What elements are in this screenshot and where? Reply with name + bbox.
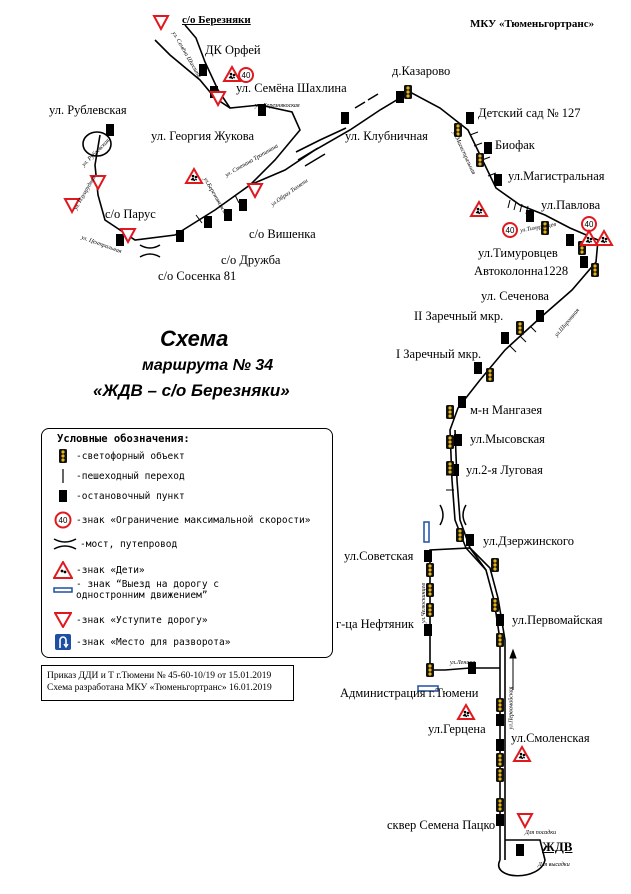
- stop-label: ул.Первомайская: [512, 613, 603, 627]
- street-label: Для посадки: [525, 830, 557, 836]
- speed-limit-icon: 40: [52, 509, 74, 531]
- legend-text: -знак «Место для разворота»: [76, 636, 231, 648]
- legend-item: -светофорный объект: [52, 445, 185, 467]
- children-sign-icon: [52, 559, 74, 581]
- stop-label: ул. Георгия Жукова: [151, 129, 255, 143]
- route-number: маршрута № 34: [142, 357, 274, 374]
- street-label: Для высадки: [538, 862, 570, 868]
- stop-label: ул. Рублевская: [49, 103, 127, 117]
- legend: Условные обозначения: -светофорный объек…: [41, 428, 333, 658]
- legend-text: - знак “Выезд на дорогу с одностронним д…: [76, 579, 219, 601]
- stop-label: ул.Дзержинского: [483, 534, 574, 548]
- stop-label: Биофак: [495, 138, 535, 152]
- legend-text: -знак «Ограничение максимальной скорости…: [76, 514, 311, 526]
- one-way-exit-icon: [52, 579, 74, 601]
- stop-label: д.Казарово: [392, 64, 451, 78]
- u-turn-sign-icon: [52, 631, 74, 653]
- stop-label: Детский сад № 127: [478, 106, 581, 120]
- stop-label: с/о Парус: [105, 207, 156, 221]
- bridge-marks: [139, 93, 467, 526]
- legend-item: -мост, путепровод: [52, 533, 177, 555]
- legend-text: -мост, путепровод: [80, 538, 178, 550]
- stop-label: ул.Павлова: [541, 198, 601, 212]
- stop-label: I Заречный мкр.: [396, 347, 482, 361]
- legend-text: -светофорный объект: [76, 450, 185, 462]
- legend-text: -знак «Уступите дорогу»: [76, 614, 208, 626]
- traffic-light-icon: [52, 445, 74, 467]
- stop-label: с/о Вишенка: [249, 227, 316, 241]
- speed-value: 40: [506, 226, 515, 235]
- order-info: Приказ ДДИ и Т г.Тюмени № 45-60-10/19 от…: [41, 665, 294, 701]
- legend-item: -знак «Место для разворота»: [52, 631, 230, 653]
- stop-label: ул.Советская: [344, 549, 414, 563]
- legend-item: -пешеходный переход: [52, 465, 185, 487]
- organization-header: МКУ «Тюменьгортранс»: [470, 18, 595, 30]
- stop-label: ул.Смоленская: [511, 731, 590, 745]
- legend-text: -остановочный пункт: [76, 490, 185, 502]
- stop-label: с/о Дружба: [221, 253, 281, 267]
- stop-label: м-н Мангазея: [470, 403, 543, 417]
- svg-text:40: 40: [59, 516, 68, 525]
- stop-label: ул.2-я Луговая: [466, 463, 543, 477]
- stop-label: ул.Герцена: [428, 722, 486, 736]
- stop-label: с/о Сосенка 81: [158, 269, 237, 283]
- stop-label: г-ца Нефтяник: [336, 617, 414, 631]
- stop-label: ул. Семёна Шахлина: [236, 81, 347, 95]
- one-way-exit-sign: [423, 521, 430, 543]
- scheme-title: Схема: [160, 326, 229, 351]
- legend-text: -пешеходный переход: [76, 470, 185, 482]
- legend-item: -остановочный пункт: [52, 485, 185, 507]
- legend-item: -знак «Уступите дорогу»: [52, 609, 208, 631]
- stop-label: ул.Тимуровцев: [478, 246, 558, 260]
- street-label: ул. Березнякоская: [255, 103, 300, 109]
- direction-arrows: [509, 648, 517, 690]
- route-name: «ЖДВ – с/о Березняки»: [93, 381, 290, 400]
- stop-label: ул. Клубничная: [345, 129, 428, 143]
- speed-value: 40: [585, 220, 594, 229]
- stop-label: Администрация г.Тюмени: [340, 686, 479, 700]
- destination-header: с/о Березняки: [182, 14, 251, 26]
- street-label: ул.Первомайская: [508, 686, 515, 730]
- yield-sign-icon: [52, 609, 74, 631]
- speed-value: 40: [242, 71, 251, 80]
- traffic-lights: [404, 85, 599, 812]
- legend-text: -знак «Дети»: [76, 564, 145, 576]
- one-way-exit-sign: [417, 685, 439, 692]
- legend-item: -знак «Дети»: [52, 559, 145, 581]
- street-label: ул.Челюскинцев: [420, 583, 427, 623]
- stop-label: ул. Сеченова: [481, 289, 549, 303]
- stop-label: сквер Семена Пацко: [387, 818, 496, 832]
- crossing-icon: [52, 465, 74, 487]
- stop-label: ул.Мысовская: [470, 432, 545, 446]
- legend-title: Условные обозначения:: [57, 433, 190, 445]
- stop-label: ЖДВ: [542, 839, 573, 854]
- stop-label: ул.Магистральная: [508, 169, 605, 183]
- legend-item: 40 -знак «Ограничение максимальной скоро…: [52, 509, 311, 531]
- stop-icon: [52, 485, 74, 507]
- order-line: Приказ ДДИ и Т г.Тюмени № 45-60-10/19 от…: [47, 671, 272, 681]
- stop-label: ДК Орфей: [205, 43, 261, 57]
- bridge-icon: [52, 533, 78, 555]
- stop-label: II Заречный мкр.: [414, 309, 504, 323]
- legend-item: - знак “Выезд на дорогу с одностронним д…: [52, 579, 272, 601]
- stop-label: Автоколонна1228: [474, 264, 569, 278]
- order-line: Схема разработана МКУ «Тюменьгортранс» 1…: [47, 683, 272, 694]
- street-label: ул.Ленина: [450, 660, 476, 666]
